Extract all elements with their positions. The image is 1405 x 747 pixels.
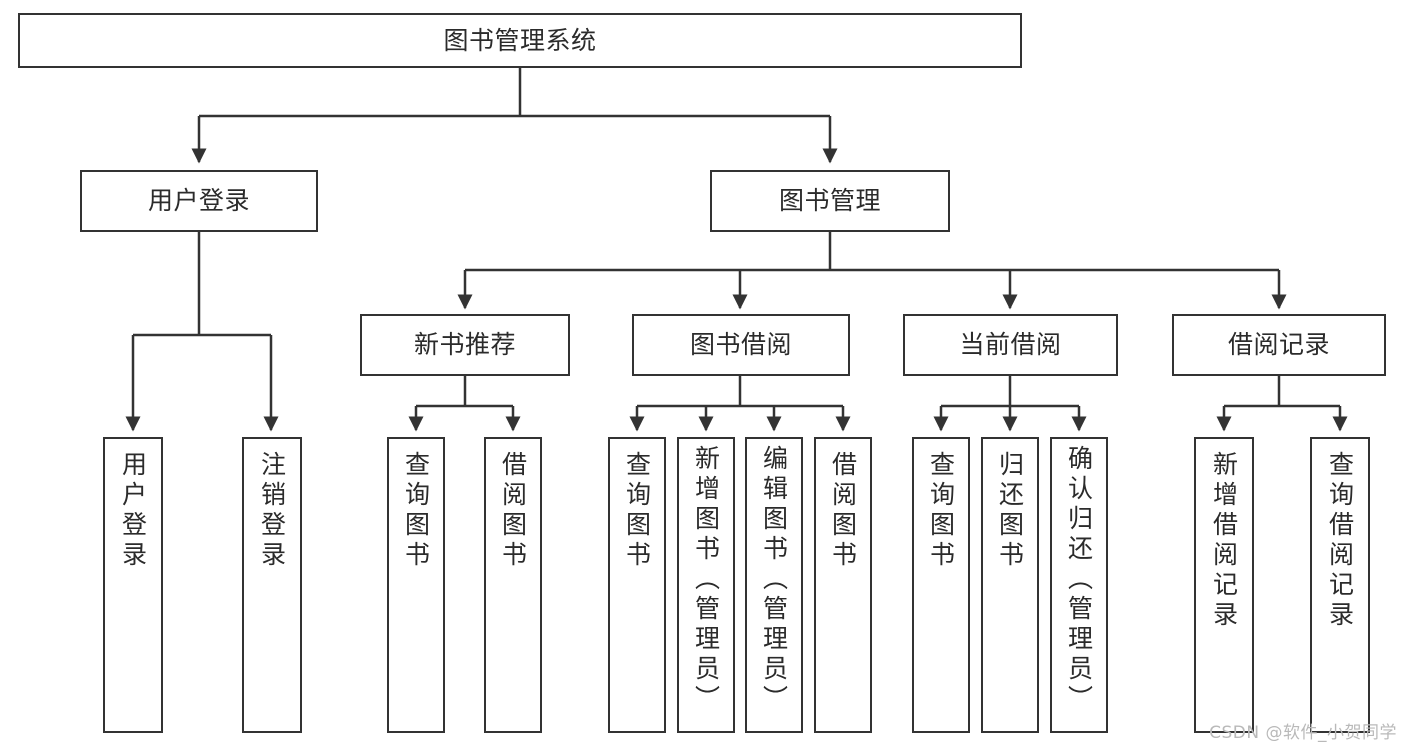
node-new-book-recommend[interactable]: 新书推荐 — [360, 314, 570, 376]
node-leaf-nb-borrow-book-label: 借阅图书 — [498, 451, 528, 571]
node-leaf-bw-add-book[interactable]: 新增图书（管理员） — [677, 437, 735, 733]
node-leaf-nb-borrow-book[interactable]: 借阅图书 — [484, 437, 542, 733]
node-borrow-records-label: 借阅记录 — [1227, 330, 1330, 359]
node-leaf-logout-label: 注销登录 — [257, 451, 287, 571]
node-leaf-cb-confirm-return[interactable]: 确认归还（管理员） — [1050, 437, 1108, 733]
node-book-management[interactable]: 图书管理 — [710, 170, 950, 232]
node-leaf-bw-add-book-label: 新增图书（管理员） — [691, 445, 721, 715]
node-leaf-login[interactable]: 用户登录 — [103, 437, 163, 733]
node-leaf-bw-borrow-book-label: 借阅图书 — [828, 451, 858, 571]
node-user-login-label: 用户登录 — [147, 186, 250, 215]
node-leaf-cb-query-book-label: 查询图书 — [926, 451, 956, 571]
node-leaf-bw-query-book-label: 查询图书 — [622, 451, 652, 571]
watermark-text: CSDN @软件_小贺同学 — [1209, 723, 1397, 743]
node-leaf-login-label: 用户登录 — [118, 451, 148, 571]
node-leaf-logout[interactable]: 注销登录 — [242, 437, 302, 733]
node-book-borrow-label: 图书借阅 — [689, 330, 792, 359]
node-root-label: 图书管理系统 — [443, 25, 597, 55]
node-leaf-bw-edit-book[interactable]: 编辑图书（管理员） — [745, 437, 803, 733]
node-book-borrow[interactable]: 图书借阅 — [632, 314, 850, 376]
node-leaf-cb-confirm-return-label: 确认归还（管理员） — [1064, 445, 1094, 715]
node-leaf-bw-query-book[interactable]: 查询图书 — [608, 437, 666, 733]
node-leaf-nb-query-book[interactable]: 查询图书 — [387, 437, 445, 733]
node-leaf-cb-return-book[interactable]: 归还图书 — [981, 437, 1039, 733]
node-leaf-cb-return-book-label: 归还图书 — [995, 451, 1025, 571]
node-leaf-rc-query-record-label: 查询借阅记录 — [1325, 451, 1355, 631]
node-new-book-recommend-label: 新书推荐 — [413, 330, 516, 359]
node-leaf-cb-query-book[interactable]: 查询图书 — [912, 437, 970, 733]
node-current-borrow[interactable]: 当前借阅 — [903, 314, 1118, 376]
node-leaf-rc-query-record[interactable]: 查询借阅记录 — [1310, 437, 1370, 733]
node-current-borrow-label: 当前借阅 — [959, 330, 1062, 359]
node-book-management-label: 图书管理 — [778, 186, 881, 215]
node-borrow-records[interactable]: 借阅记录 — [1172, 314, 1386, 376]
node-leaf-rc-add-record[interactable]: 新增借阅记录 — [1194, 437, 1254, 733]
node-leaf-bw-borrow-book[interactable]: 借阅图书 — [814, 437, 872, 733]
node-root[interactable]: 图书管理系统 — [18, 13, 1022, 68]
node-leaf-nb-query-book-label: 查询图书 — [401, 451, 431, 571]
node-leaf-bw-edit-book-label: 编辑图书（管理员） — [759, 445, 789, 715]
node-user-login[interactable]: 用户登录 — [80, 170, 318, 232]
node-leaf-rc-add-record-label: 新增借阅记录 — [1209, 451, 1239, 631]
